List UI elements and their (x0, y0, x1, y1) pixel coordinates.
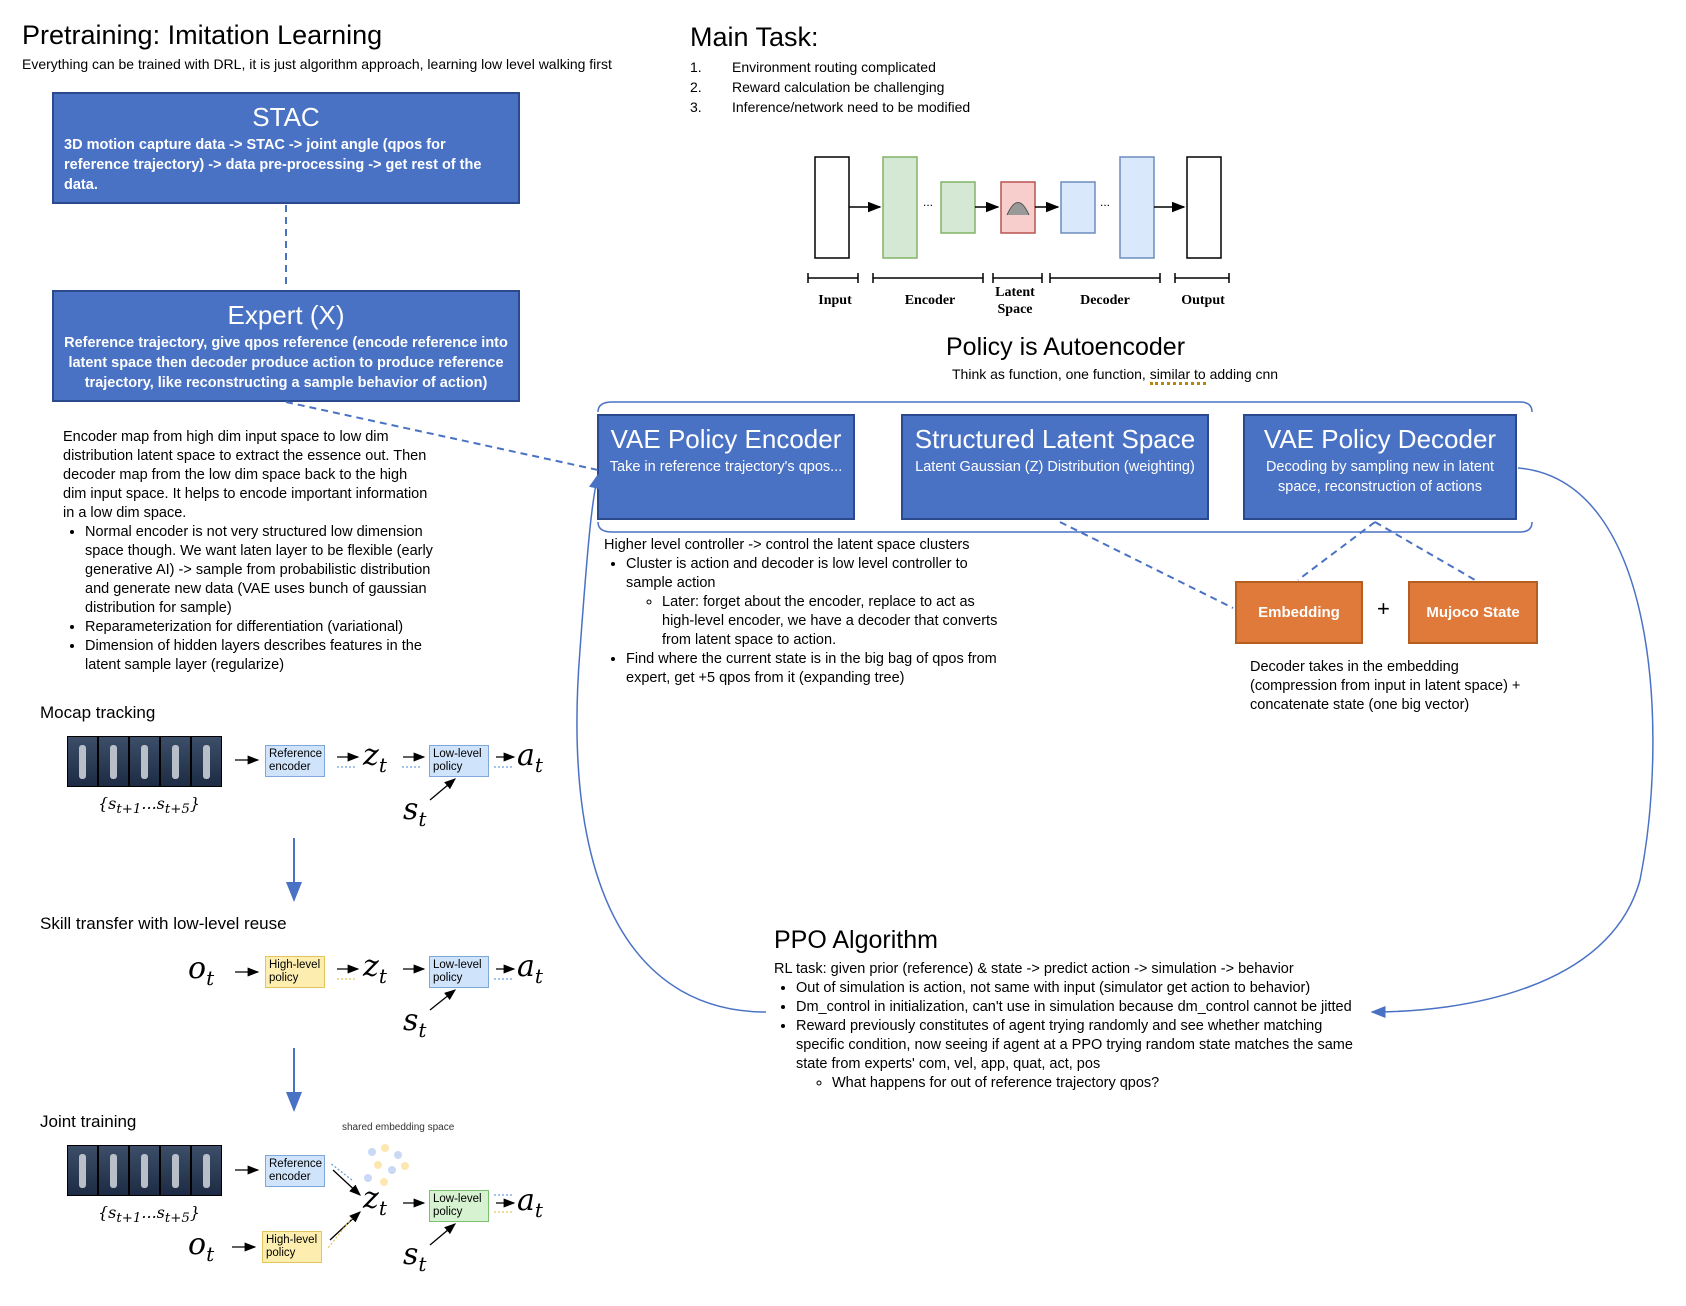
controller-sub-bullet: Later: forget about the encoder, replace… (662, 593, 1004, 650)
encoder-notes: Encoder map from high dim input space to… (63, 428, 433, 675)
skill-figure-arrows (235, 964, 516, 1011)
ppo-notes: RL task: given prior (reference) & state… (774, 960, 1374, 1093)
ppo-title: PPO Algorithm (774, 926, 938, 954)
mocap-title: Mocap tracking (40, 703, 156, 722)
main-task-item: Environment routing complicated (732, 59, 936, 75)
joint-high-level-policy: High-level policy (262, 1231, 322, 1263)
vae-encoder-label: Encoder (904, 293, 956, 308)
latent-embedding-connector (1059, 521, 1234, 609)
shared-embedding-dots (364, 1144, 409, 1186)
mocap-figure-arrows (235, 752, 516, 801)
stac-box: STAC 3D motion capture data -> STAC -> j… (52, 92, 520, 204)
latent-space-desc: Latent Gaussian (Z) Distribution (weight… (915, 459, 1195, 475)
joint-title: Joint training (40, 1112, 137, 1131)
skill-title: Skill transfer with low-level reuse (40, 914, 287, 933)
skill-s-symbol: st (403, 1003, 427, 1042)
mocap-sequence-label: {st+1...st+5} (98, 794, 201, 818)
mocap-a-symbol: at (517, 738, 543, 777)
main-task-list: 1.Environment routing complicated 2.Rewa… (690, 59, 971, 115)
expert-encoder-connector (285, 401, 599, 471)
mocap-low-level-policy: Low-level policy (429, 745, 489, 777)
embedding-box: Embedding (1235, 581, 1363, 644)
joint-figure-arrows (232, 1162, 516, 1252)
decoder-embedding-connector (1297, 521, 1376, 581)
encoder-bullet: Normal encoder is not very structured lo… (85, 523, 433, 618)
decoder-mujoco-connector (1374, 521, 1476, 581)
skill-high-level-policy: High-level policy (265, 956, 325, 988)
latent-space-title: Structured Latent Space (914, 424, 1196, 454)
joint-reference-encoder: Reference encoder (265, 1155, 325, 1187)
policy-subtitle: Think as function, one function, similar… (952, 366, 1278, 385)
ppo-bullet: Out of simulation is action, not same wi… (796, 979, 1374, 998)
pretraining-title: Pretraining: Imitation Learning (22, 20, 383, 50)
stac-desc: 3D motion capture data -> STAC -> joint … (64, 137, 482, 193)
encoder-bullet: Reparameterization for differentiation (… (85, 618, 433, 637)
vae-decoder-desc: Decoding by sampling new in latent space… (1265, 459, 1495, 495)
mocap-s-symbol: st (403, 792, 427, 831)
vae-encoder-desc: Take in reference trajectory's qpos... (609, 459, 843, 475)
vae-policy-encoder-box: VAE Policy Encoder Take in reference tra… (597, 414, 855, 520)
ppo-bullet: Dm_control in initialization, can't use … (796, 998, 1374, 1017)
vae-decoder-label: Decoder (1080, 293, 1130, 308)
skill-low-level-policy: Low-level policy (429, 956, 489, 988)
vae-encoder-ellipsis: ... (923, 195, 934, 209)
encoder-paragraph: Encoder map from high dim input space to… (63, 429, 428, 521)
vae-decoder-title: VAE Policy Decoder (1263, 424, 1497, 454)
policy-title: Policy is Autoencoder (946, 333, 1186, 361)
vae-encoder-title: VAE Policy Encoder (610, 424, 842, 454)
expert-box: Expert (X) Reference trajectory, give qp… (52, 290, 520, 402)
mocap-reference-encoder: Reference encoder (265, 745, 325, 777)
joint-low-level-policy: Low-level policy (429, 1190, 489, 1222)
ppo-bullet: Reward previously constitutes of agent t… (796, 1017, 1374, 1074)
main-task-title: Main Task: (690, 22, 819, 52)
stac-title: STAC (252, 102, 320, 132)
decoder-note: Decoder takes in the embedding (compress… (1250, 659, 1521, 713)
ppo-sub-bullet: What happens for out of reference trajec… (832, 1074, 1374, 1093)
joint-sequence-label: {st+1...st+5} (98, 1203, 201, 1227)
skill-o-symbol: ot (188, 951, 215, 990)
controller-bullet: Find where the current state is in the b… (626, 650, 1004, 688)
shared-embedding-label: shared embedding space (342, 1122, 455, 1133)
main-task-item: Reward calculation be challenging (732, 79, 945, 95)
policy-top-brace (597, 401, 1533, 413)
joint-a-symbol: at (517, 1183, 543, 1222)
encoder-bullet: Dimension of hidden layers describes fea… (85, 637, 433, 675)
vae-output-label: Output (1181, 293, 1225, 308)
controller-notes: Higher level controller -> control the l… (604, 536, 1004, 688)
expert-title: Expert (X) (227, 300, 345, 330)
mocap-z-symbol: zt (363, 738, 387, 777)
joint-o-symbol: ot (188, 1227, 215, 1266)
skill-a-symbol: at (517, 949, 543, 988)
controller-line: Higher level controller -> control the l… (604, 537, 970, 553)
vae-architecture-diagram (807, 156, 1230, 283)
mujoco-state-box: Mujoco State (1408, 581, 1538, 644)
controller-bullet: Cluster is action and decoder is low lev… (626, 555, 1004, 593)
mocap-frames-image (67, 736, 222, 787)
joint-s-symbol: st (403, 1237, 427, 1276)
policy-bottom-brace (597, 521, 1533, 533)
vae-input-label: Input (818, 293, 852, 308)
ppo-encoder-curve (576, 473, 767, 1013)
decoder-ppo-curve (1370, 467, 1654, 1018)
plus-sign: + (1377, 596, 1390, 621)
vae-latent-label: Latent Space (995, 285, 1035, 317)
joint-z-symbol: zt (363, 1181, 387, 1220)
latent-space-box: Structured Latent Space Latent Gaussian … (901, 414, 1209, 520)
joint-frames-image (67, 1145, 222, 1196)
vae-policy-decoder-box: VAE Policy Decoder Decoding by sampling … (1243, 414, 1517, 520)
main-task-item: Inference/network need to be modified (732, 99, 971, 115)
ppo-line: RL task: given prior (reference) & state… (774, 961, 1294, 977)
pretraining-subtitle: Everything can be trained with DRL, it i… (22, 56, 612, 72)
skill-z-symbol: zt (363, 949, 387, 988)
expert-desc: Reference trajectory, give qpos referenc… (64, 335, 508, 391)
vae-decoder-ellipsis: ... (1100, 195, 1111, 209)
